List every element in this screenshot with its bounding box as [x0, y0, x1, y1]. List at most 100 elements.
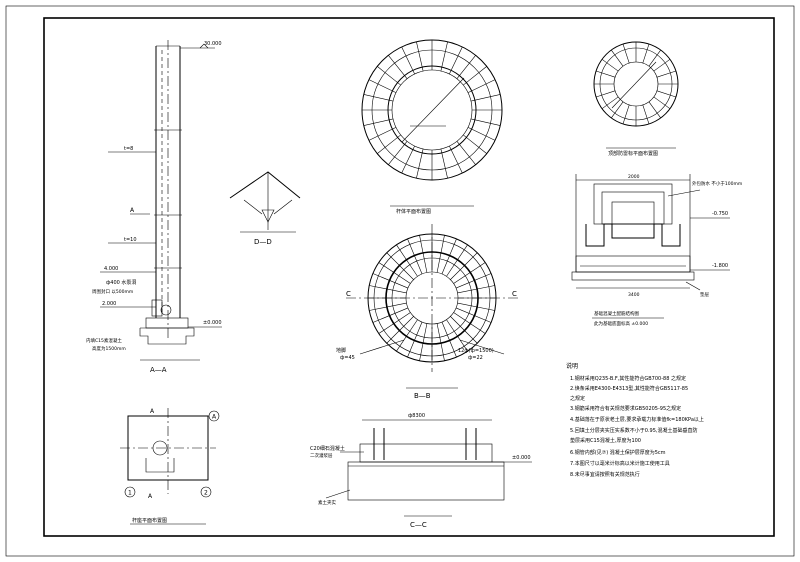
radial-line: [372, 273, 409, 289]
radial-line: [601, 59, 619, 72]
radial-line: [440, 41, 448, 72]
note-2b: 之规定: [570, 395, 585, 402]
elev-cc: ±0.000: [512, 455, 531, 461]
radial-line: [401, 145, 415, 174]
radial-line: [450, 316, 478, 344]
elev-right-2: -1.800: [712, 263, 728, 269]
plan-a: 1 2 A A A 杆座平面布置图: [120, 408, 220, 525]
radial-line: [656, 90, 677, 98]
note-left-2: ф=45: [340, 355, 355, 361]
note-5b: 垫层采用C15混凝土,厚度为100: [570, 437, 641, 444]
label-t8: t=8: [124, 146, 133, 152]
radial-line: [436, 323, 445, 361]
note-4: 4.基础落在于原状老土层,要求承载力标准值fk=180KPa以上: [570, 416, 704, 423]
section-cc: ф8300 ±0.000 C20细石混凝土 二次灌浆层 素土夹实 C—C: [310, 413, 532, 529]
label-c-left: C: [346, 290, 351, 298]
radial-line: [457, 302, 495, 311]
radial-line: [642, 43, 650, 64]
radial-line: [648, 101, 661, 119]
door-note-2: 周围封口 以500mm: [92, 288, 133, 295]
side-note: 外包防水 不小于100mm: [692, 180, 742, 187]
dim-top: 2000: [628, 174, 640, 180]
base-plan-b: C C 地脚 ф=45 12ф(ф=1500) ф=22 B—B: [336, 224, 518, 400]
note-cc-2: 二次灌浆层: [310, 452, 333, 459]
elev-2000: 2.000: [102, 301, 116, 307]
radial-line: [455, 307, 492, 323]
elev-4000: 4.000: [104, 266, 118, 272]
radial-line: [378, 312, 411, 334]
caption-aa: A—A: [150, 366, 167, 374]
radial-line: [368, 79, 397, 93]
fill-note-2: 高度为1500mm: [92, 345, 126, 352]
radial-line: [407, 321, 423, 358]
radial-line: [463, 66, 487, 86]
radial-line: [377, 66, 401, 86]
radial-line: [622, 43, 630, 64]
radial-line: [453, 312, 486, 334]
radial-line: [653, 59, 671, 72]
elev-base: ±0.000: [203, 320, 222, 326]
radial-line: [456, 141, 476, 165]
radial-line: [407, 238, 423, 275]
radial-line: [656, 70, 677, 78]
radial-line: [396, 244, 418, 277]
fill-note: 内填C15素混凝土: [86, 337, 122, 344]
radial-line: [386, 316, 414, 344]
radial-line: [467, 79, 496, 93]
radial-line: [386, 252, 414, 280]
radial-line: [463, 134, 487, 154]
radial-line: [369, 302, 407, 311]
label-a-bottom: A: [148, 493, 153, 500]
note-3: 3.钢筋采用符合有关规范要求GB50205-95之规定: [570, 405, 681, 412]
label-a-circle: A: [212, 414, 217, 421]
section-dd: D—D: [229, 171, 301, 246]
radial-line: [440, 148, 448, 179]
radial-line: [446, 244, 468, 277]
radial-line: [378, 262, 411, 284]
caption-small-plan: 顶部防雷标平面布置图: [608, 150, 658, 157]
radial-line: [369, 285, 407, 294]
door-note: ф400 水泵洞: [106, 279, 136, 286]
radial-line: [611, 49, 624, 67]
radial-line: [470, 94, 501, 102]
section-mark-a: A: [130, 207, 135, 214]
radial-line: [419, 323, 428, 361]
notes-block: 说明 1.钢材采用Q235-B.F,其性能符合GB700-88 之规定 2.焕条…: [566, 362, 704, 478]
elev-top: 30.000: [204, 41, 222, 47]
caption-plan-a: 杆座平面布置图: [132, 517, 167, 524]
radial-line: [441, 321, 457, 358]
radial-line: [455, 273, 492, 289]
note-right-2: ф=22: [468, 355, 483, 361]
top-plan: 杆体平面布置图: [361, 39, 503, 215]
note-left: 地脚: [336, 347, 346, 354]
caption-bb: B—B: [414, 392, 431, 400]
radial-line: [446, 319, 468, 352]
radial-line: [457, 285, 495, 294]
label-1: 1: [128, 490, 132, 497]
radial-line: [653, 96, 671, 109]
radial-line: [436, 235, 445, 273]
radial-line: [449, 46, 463, 75]
notes-label: 说明: [566, 362, 578, 370]
radial-line: [401, 46, 415, 75]
radial-line: [368, 127, 397, 141]
radial-line: [601, 96, 619, 109]
dim-bottom: 3400: [628, 292, 640, 298]
note-1: 1.钢材采用Q235-B.F,其性能符合GB700-88 之规定: [570, 375, 686, 382]
inner-border: [43, 17, 775, 537]
radial-line: [416, 41, 424, 72]
label-a-top: A: [150, 408, 155, 415]
radial-line: [453, 262, 486, 284]
note-7: 7.本图尺寸以毫米计标高以米计施工使用工具: [570, 460, 670, 467]
bottom-note-cc: 素土夹实: [318, 499, 336, 506]
elev-right-1: -0.750: [712, 211, 728, 217]
radial-line: [449, 145, 463, 174]
radial-line: [441, 238, 457, 275]
small-plan: 顶部防雷标平面布置图: [593, 41, 679, 157]
radial-line: [363, 94, 394, 102]
radial-line: [372, 307, 409, 323]
radial-line: [450, 252, 478, 280]
radial-line: [419, 235, 428, 273]
radial-line: [467, 127, 496, 141]
